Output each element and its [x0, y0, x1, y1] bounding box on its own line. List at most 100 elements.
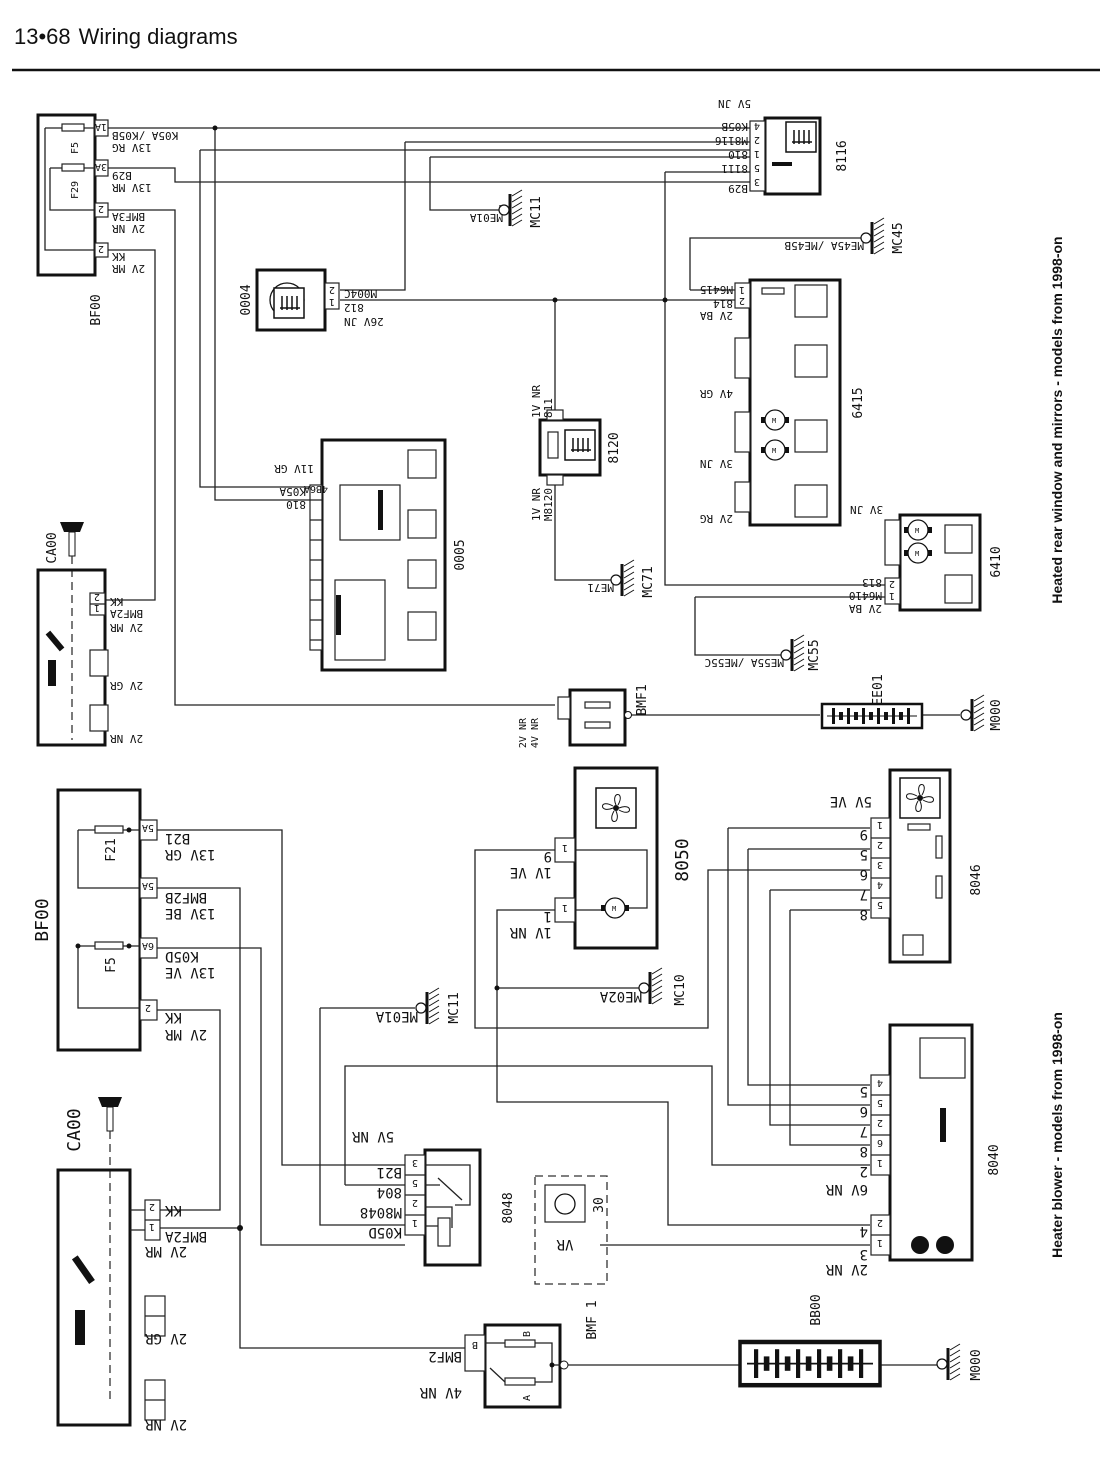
top-wires — [105, 125, 960, 716]
battery-icon — [740, 1342, 880, 1385]
component-label-bmf1: BMF1 — [635, 684, 650, 715]
component-label-0005: 0005 — [453, 539, 468, 570]
pin-label: 3 — [412, 1157, 418, 1168]
component-label-8040: 8040 — [987, 1144, 1002, 1175]
wire-label: 2V NR — [825, 1261, 868, 1277]
wire-label: 11V GR — [274, 462, 314, 475]
wire-label: 3V JN — [700, 457, 733, 470]
wire-label: 4V NR — [530, 717, 541, 748]
wire-label: 5V JN — [718, 97, 751, 110]
page-number: 13•68 — [14, 24, 71, 49]
wire-label: 1 — [544, 908, 552, 924]
blower-motor-8050: 1 1 8050 — [554, 766, 693, 950]
wire-label: 2V BA — [849, 602, 882, 615]
wire-label: 4V GR — [700, 387, 733, 400]
wire-label: 8 — [860, 1143, 868, 1159]
pin-label: 3A — [95, 161, 107, 172]
wire-label: 1V NR — [509, 924, 552, 940]
wire-label: M004C — [344, 287, 377, 300]
wire-label: 5 — [860, 1083, 868, 1099]
wire-label: 1V NR — [530, 385, 543, 418]
component-6410: 2 1 6410 — [884, 513, 1004, 612]
wire-label: 8 — [860, 906, 868, 922]
terminal-label: 30 — [592, 1197, 607, 1213]
component-label-8046: 8046 — [969, 864, 984, 895]
wire-label: 2V BA — [700, 309, 733, 322]
wire-label: 2V GR — [144, 1330, 187, 1346]
wire-label: 7 — [860, 1123, 868, 1139]
pin-label: 2 — [877, 1117, 883, 1128]
mirror-fold-icon — [794, 484, 828, 518]
pin-label: 5A — [142, 822, 154, 833]
ground-label-mc11: MC11 — [447, 992, 462, 1023]
wire-label: 2V GR — [110, 679, 143, 692]
front-wiper-icon — [407, 509, 437, 539]
component-label-8050: 8050 — [672, 838, 693, 881]
pin-label: 5A — [142, 880, 154, 891]
pin-label: 2 — [754, 134, 760, 145]
ground-label-mc55: MC55 — [807, 639, 822, 670]
wire-label: ME71 — [588, 581, 615, 594]
wire-label: BMF2B — [165, 889, 207, 905]
wire-label: BMF2A — [164, 1228, 207, 1244]
pin-label: 2 — [889, 578, 895, 589]
pin-label: 2 — [877, 1217, 883, 1228]
component-label-0004: 0004 — [239, 284, 254, 315]
wire-label: 812 — [344, 301, 364, 314]
ground-label-mc71: MC71 — [641, 566, 656, 597]
pin-label: 5 — [754, 162, 760, 173]
component-label-ee01: EE01 — [871, 674, 886, 705]
pin-label: 1 — [329, 296, 335, 307]
pin-label: 4 — [877, 879, 883, 890]
wire-label: 4V NR — [419, 1384, 462, 1400]
pin-label: 2 — [877, 839, 883, 850]
wire-label: ME55A /ME55C — [705, 656, 784, 669]
component-label-8048: 8048 — [501, 1192, 516, 1223]
heated-window-icon — [407, 449, 437, 479]
control-panel-icon — [919, 1037, 966, 1079]
pin-label: 1 — [412, 1217, 418, 1228]
component-label-6410: 6410 — [989, 546, 1004, 577]
wire-label: ME01A — [470, 211, 503, 224]
ignition-switch-ca00-top: 2 1 CA00 — [36, 521, 109, 747]
component-label-bb00: BB00 — [809, 1294, 824, 1325]
wire-label: 1V NR — [530, 488, 543, 521]
wire-label: 9 — [544, 848, 552, 864]
heated-element-icon — [564, 429, 596, 461]
page-title: Wiring diagrams — [78, 24, 238, 49]
wire-label: BMF2A — [110, 607, 143, 620]
wire-label: ME45A /ME45B — [784, 239, 864, 252]
component-label-bf00: BF00 — [32, 898, 53, 941]
wire-label: 2V NR — [112, 222, 145, 235]
wire-label: 2V MR — [164, 1026, 207, 1042]
wire-label: 9 — [860, 826, 868, 842]
pin-label: B — [472, 1339, 478, 1350]
wire-label: 7 — [860, 886, 868, 902]
component-label-6415: 6415 — [851, 387, 866, 418]
pin-label: 2 — [98, 203, 104, 214]
wire-label: 8111 — [722, 162, 749, 175]
component-label-ca00: CA00 — [64, 1108, 85, 1151]
wire-label: B21 — [377, 1164, 402, 1180]
motor-icon — [600, 897, 630, 919]
mirror-adjust-icon — [794, 419, 828, 453]
blower-switch-8040: 4 5 2 6 1 2 1 8040 — [870, 1023, 1002, 1262]
pin-label: 3 — [877, 859, 883, 870]
gauge-icon — [407, 611, 437, 641]
fan-icon — [595, 787, 637, 829]
component-label-8116: 8116 — [835, 140, 850, 171]
wire-label: 814 — [713, 297, 733, 310]
wire-label: 811 — [542, 398, 555, 418]
wire-label: KK — [112, 250, 126, 263]
wire-label: 5V VE — [830, 793, 872, 809]
wire-label: VR — [556, 1236, 573, 1252]
ground-icon — [935, 1342, 962, 1382]
wire-label: M6415 — [700, 283, 733, 296]
mirror-adjust-icon — [944, 524, 973, 554]
wire-label: 2 — [860, 1163, 868, 1179]
wire-label: 6 — [860, 866, 868, 882]
motor-icon — [760, 439, 790, 461]
pin-label: 1 — [754, 148, 760, 159]
ignition-key-icon — [59, 521, 85, 557]
